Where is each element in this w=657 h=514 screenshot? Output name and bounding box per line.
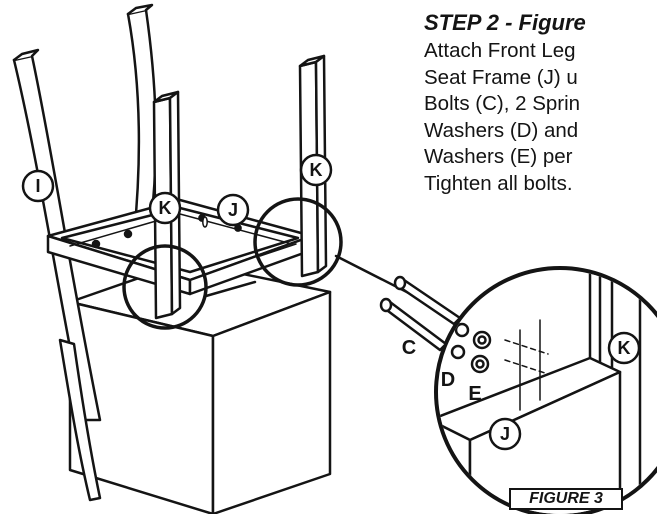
detail-view [434,266,657,514]
instruction-line: Bolts (C), 2 Sprin [424,92,581,115]
callout-j: J [228,200,238,220]
figure-label: FIGURE 3 [509,488,623,510]
callout-e: E [468,383,481,405]
joint-circle-right [253,197,343,287]
instruction-line: Tighten all bolts. [424,171,573,195]
callout-k-detail: K [618,338,631,358]
support-box [68,260,332,514]
callout-circle-k-left [148,191,182,225]
instruction-line: Washers (E) per [424,145,573,168]
callout-circle-j [216,193,250,227]
callout-i: I [35,176,40,196]
callout-d: D [441,369,455,391]
callout-j-detail: J [500,424,510,444]
leader-line-left [204,280,257,298]
callout-k-left: K [159,198,172,218]
callout-circle-i [21,169,55,203]
callout-circle-k-right [299,153,333,187]
joint-circle-left [122,244,208,330]
instruction-text: STEP 2 - Figure Attach Front Leg Seat Fr… [424,10,657,197]
callout-circle-k-detail [607,331,641,365]
callout-c: C [402,337,416,359]
instruction-line: Seat Frame (J) u [424,65,578,89]
callout-circle-j-detail [488,417,522,451]
callout-k-right: K [310,160,323,180]
step-title: STEP 2 - Figure [424,10,586,35]
bolts-c [379,275,462,352]
instruction-line: Washers (D) and [424,118,579,142]
back-leg-lower-left [58,338,102,502]
instruction-line: Attach Front Leg [424,39,576,62]
